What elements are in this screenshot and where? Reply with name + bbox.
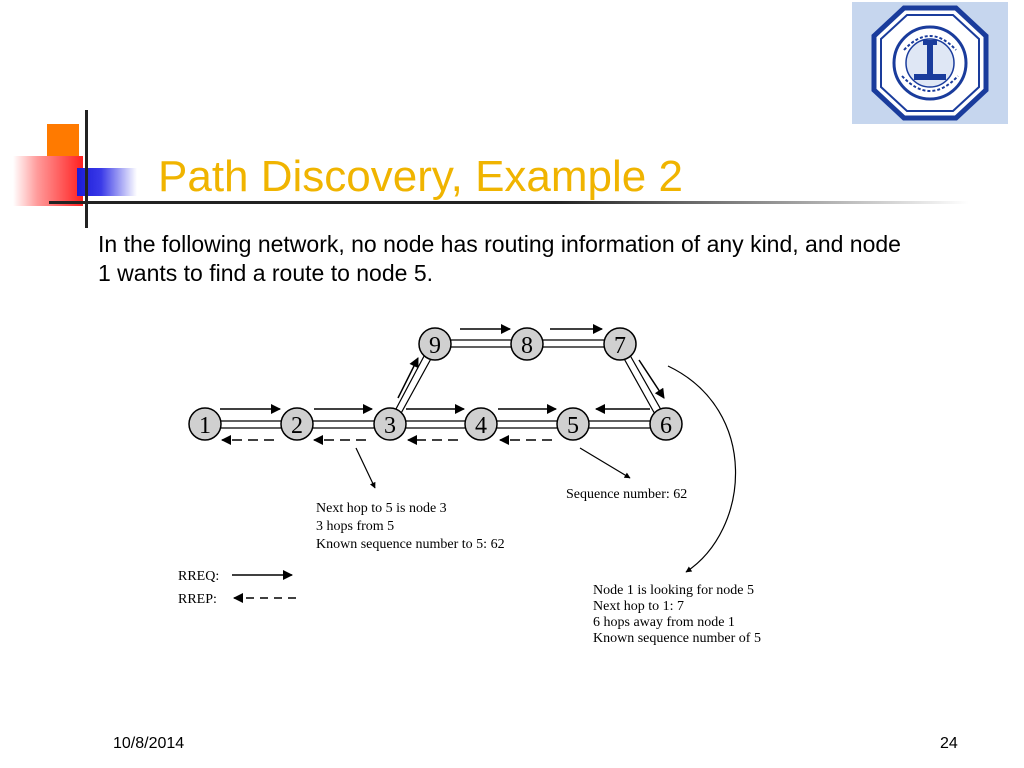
node-9: 9 bbox=[418, 327, 452, 361]
university-logo bbox=[852, 2, 1008, 124]
slide-title: Path Discovery, Example 2 bbox=[158, 152, 683, 201]
node-6-routing-note: Node 1 is looking for node 5 Next hop to… bbox=[593, 583, 761, 646]
node-2: 2 bbox=[280, 407, 314, 441]
note-line: Next hop to 5 is node 3 bbox=[316, 501, 447, 516]
note-line: Next hop to 1: 7 bbox=[593, 599, 684, 614]
slide-body-text: In the following network, no node has ro… bbox=[98, 231, 901, 286]
node-6-label: 6 bbox=[660, 413, 672, 439]
note-line: 6 hops away from node 1 bbox=[593, 615, 735, 630]
node-3: 3 bbox=[373, 407, 407, 441]
node-4-label: 4 bbox=[475, 413, 487, 439]
decor-red-square bbox=[13, 156, 83, 206]
node-2-label: 2 bbox=[291, 413, 303, 439]
note-line: 3 hops from 5 bbox=[316, 519, 394, 534]
legend-rrep-label: RREP: bbox=[178, 592, 217, 607]
callout-pointers bbox=[355, 365, 737, 573]
node-4: 4 bbox=[464, 407, 498, 441]
note-line: Known sequence number of 5 bbox=[593, 631, 761, 646]
title-underline bbox=[49, 201, 969, 204]
diagram-legend: RREQ: RREP: bbox=[178, 569, 296, 607]
decor-orange-square bbox=[47, 124, 79, 158]
node-1: 1 bbox=[188, 407, 222, 441]
university-seal-icon bbox=[871, 5, 989, 121]
node-9-label: 9 bbox=[429, 333, 441, 359]
note-line: Known sequence number to 5: 62 bbox=[316, 537, 505, 552]
network-nodes: 1 2 3 4 5 6 7 8 bbox=[188, 327, 683, 441]
node-1-label: 1 bbox=[199, 413, 211, 439]
note-line: Node 1 is looking for node 5 bbox=[593, 583, 754, 598]
node-7-label: 7 bbox=[614, 333, 626, 359]
footer-date: 10/8/2014 bbox=[113, 735, 185, 752]
node-6: 6 bbox=[649, 407, 683, 441]
decor-vertical-line bbox=[85, 110, 88, 228]
node-5-sequence-note: Sequence number: 62 bbox=[566, 487, 687, 502]
node-3-label: 3 bbox=[384, 413, 396, 439]
node-7: 7 bbox=[603, 327, 637, 361]
node-8: 8 bbox=[510, 327, 544, 361]
rreq-arrows bbox=[220, 324, 665, 414]
page-number: 24 bbox=[940, 735, 958, 752]
legend-rreq-label: RREQ: bbox=[178, 569, 219, 584]
node-8-label: 8 bbox=[521, 333, 533, 359]
node-3-routing-note: Next hop to 5 is node 3 3 hops from 5 Kn… bbox=[316, 501, 505, 552]
node-5: 5 bbox=[556, 407, 590, 441]
node-5-label: 5 bbox=[567, 413, 579, 439]
